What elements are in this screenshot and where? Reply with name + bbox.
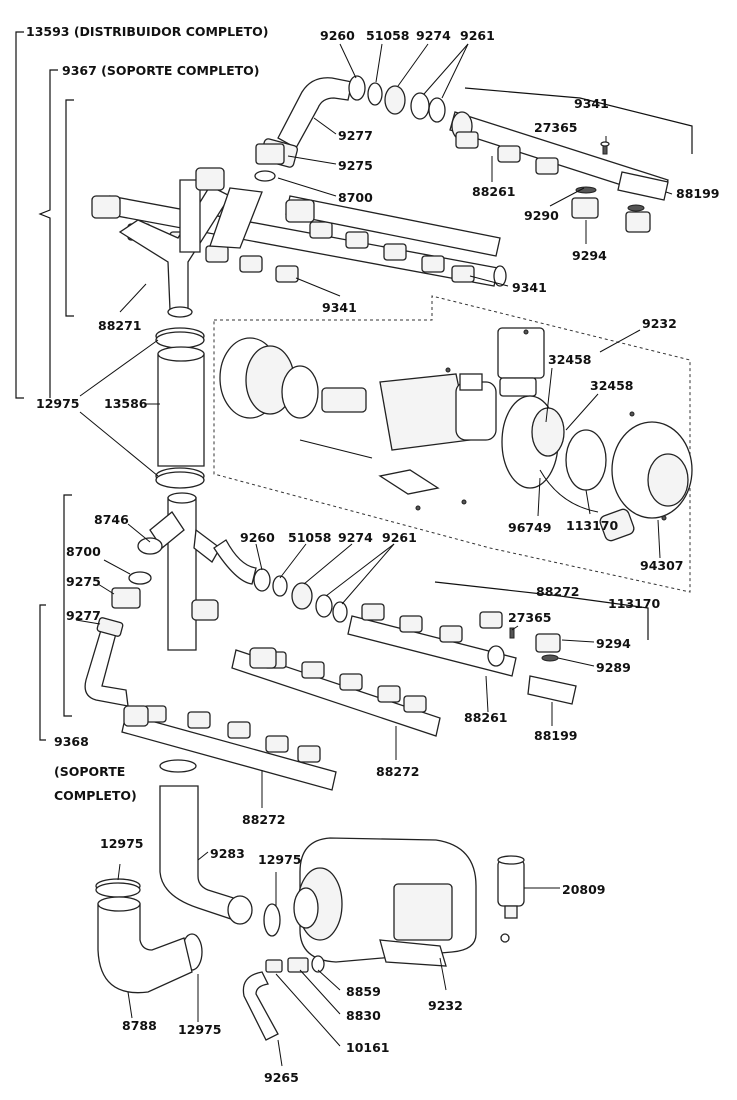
- label-9341-top: 9341: [574, 96, 609, 111]
- label-9261-top: 9261: [460, 28, 495, 43]
- label-12975-bottom: 12975: [178, 1022, 222, 1037]
- label-8859: 8859: [346, 984, 381, 999]
- label-9277-top: 9277: [338, 128, 373, 143]
- bottom-pump-assembly: [95, 759, 525, 1041]
- label-9289: 9289: [596, 660, 631, 675]
- bracket-inner-top: [65, 99, 74, 317]
- label-88272-c: 88272: [242, 812, 286, 827]
- label-12975-bottom-mid: 12975: [258, 852, 302, 867]
- label-9283: 9283: [210, 846, 245, 861]
- label-13586: 13586: [104, 396, 148, 411]
- label-9367: 9367 (SOPORTE COMPLETO): [62, 63, 260, 78]
- label-9274-mid: 9274: [338, 530, 373, 545]
- middle-manifold-assembly: [84, 492, 577, 791]
- label-20809: 20809: [562, 882, 606, 897]
- label-9232-top: 9232: [642, 316, 677, 331]
- label-10161: 10161: [346, 1040, 390, 1055]
- label-12975-left: 12975: [36, 396, 80, 411]
- label-27365-mid: 27365: [508, 610, 552, 625]
- label-8788: 8788: [122, 1018, 157, 1033]
- label-9290: 9290: [524, 208, 559, 223]
- label-51058-top: 51058: [366, 28, 410, 43]
- bracket-inner-mid: [63, 494, 72, 717]
- label-94307: 94307: [640, 558, 684, 573]
- label-12975-bottom-left: 12975: [100, 836, 144, 851]
- label-88261-mid: 88261: [464, 710, 508, 725]
- label-8700-mid: 8700: [66, 544, 101, 559]
- label-9368-soporte: (SOPORTE: [54, 764, 125, 779]
- label-9260-top: 9260: [320, 28, 355, 43]
- label-51058-mid: 51058: [288, 530, 332, 545]
- label-9275-mid: 9275: [66, 574, 101, 589]
- label-8746: 8746: [94, 512, 129, 527]
- label-88261-top: 88261: [472, 184, 516, 199]
- label-9265: 9265: [264, 1070, 299, 1085]
- leader-lines: [75, 43, 673, 1067]
- label-96749: 96749: [508, 520, 552, 535]
- label-88199-top: 88199: [676, 186, 720, 201]
- label-9294-top: 9294: [572, 248, 607, 263]
- label-9261-mid: 9261: [382, 530, 417, 545]
- label-9341-mid-left: 9341: [322, 300, 357, 315]
- hose-13586-assembly: [155, 327, 205, 489]
- label-32458-b: 32458: [590, 378, 634, 393]
- label-9368: 9368: [54, 734, 89, 749]
- label-9232-bottom: 9232: [428, 998, 463, 1013]
- label-8700-top: 8700: [338, 190, 373, 205]
- label-9275-top: 9275: [338, 158, 373, 173]
- part-labels: 13593 (DISTRIBUIDOR COMPLETO) 9367 (SOPO…: [26, 24, 720, 1085]
- bracket-soporte-9367: [38, 69, 58, 398]
- top-manifold-assembly: [91, 75, 669, 318]
- label-9368-completo: COMPLETO): [54, 788, 137, 803]
- label-113170-b: 113170: [608, 596, 660, 611]
- bracket-88272-right: [434, 581, 649, 640]
- label-9277-mid: 9277: [66, 608, 101, 623]
- bracket-distribuidor: [15, 31, 24, 399]
- label-88199-mid: 88199: [534, 728, 578, 743]
- label-88271: 88271: [98, 318, 142, 333]
- pump-exploded-assembly: [213, 295, 693, 593]
- label-32458-a: 32458: [548, 352, 592, 367]
- label-113170-a: 113170: [566, 518, 618, 533]
- label-8830: 8830: [346, 1008, 381, 1023]
- label-9274-top: 9274: [416, 28, 451, 43]
- bracket-9341-top: [464, 87, 693, 154]
- label-9294-mid: 9294: [596, 636, 631, 651]
- bracket-soporte-9368: [39, 604, 46, 741]
- label-13593: 13593 (DISTRIBUIDOR COMPLETO): [26, 24, 268, 39]
- label-88272-a: 88272: [536, 584, 580, 599]
- label-88272-b: 88272: [376, 764, 420, 779]
- label-9260-mid: 9260: [240, 530, 275, 545]
- label-27365-top: 27365: [534, 120, 578, 135]
- label-9341-mid-right: 9341: [512, 280, 547, 295]
